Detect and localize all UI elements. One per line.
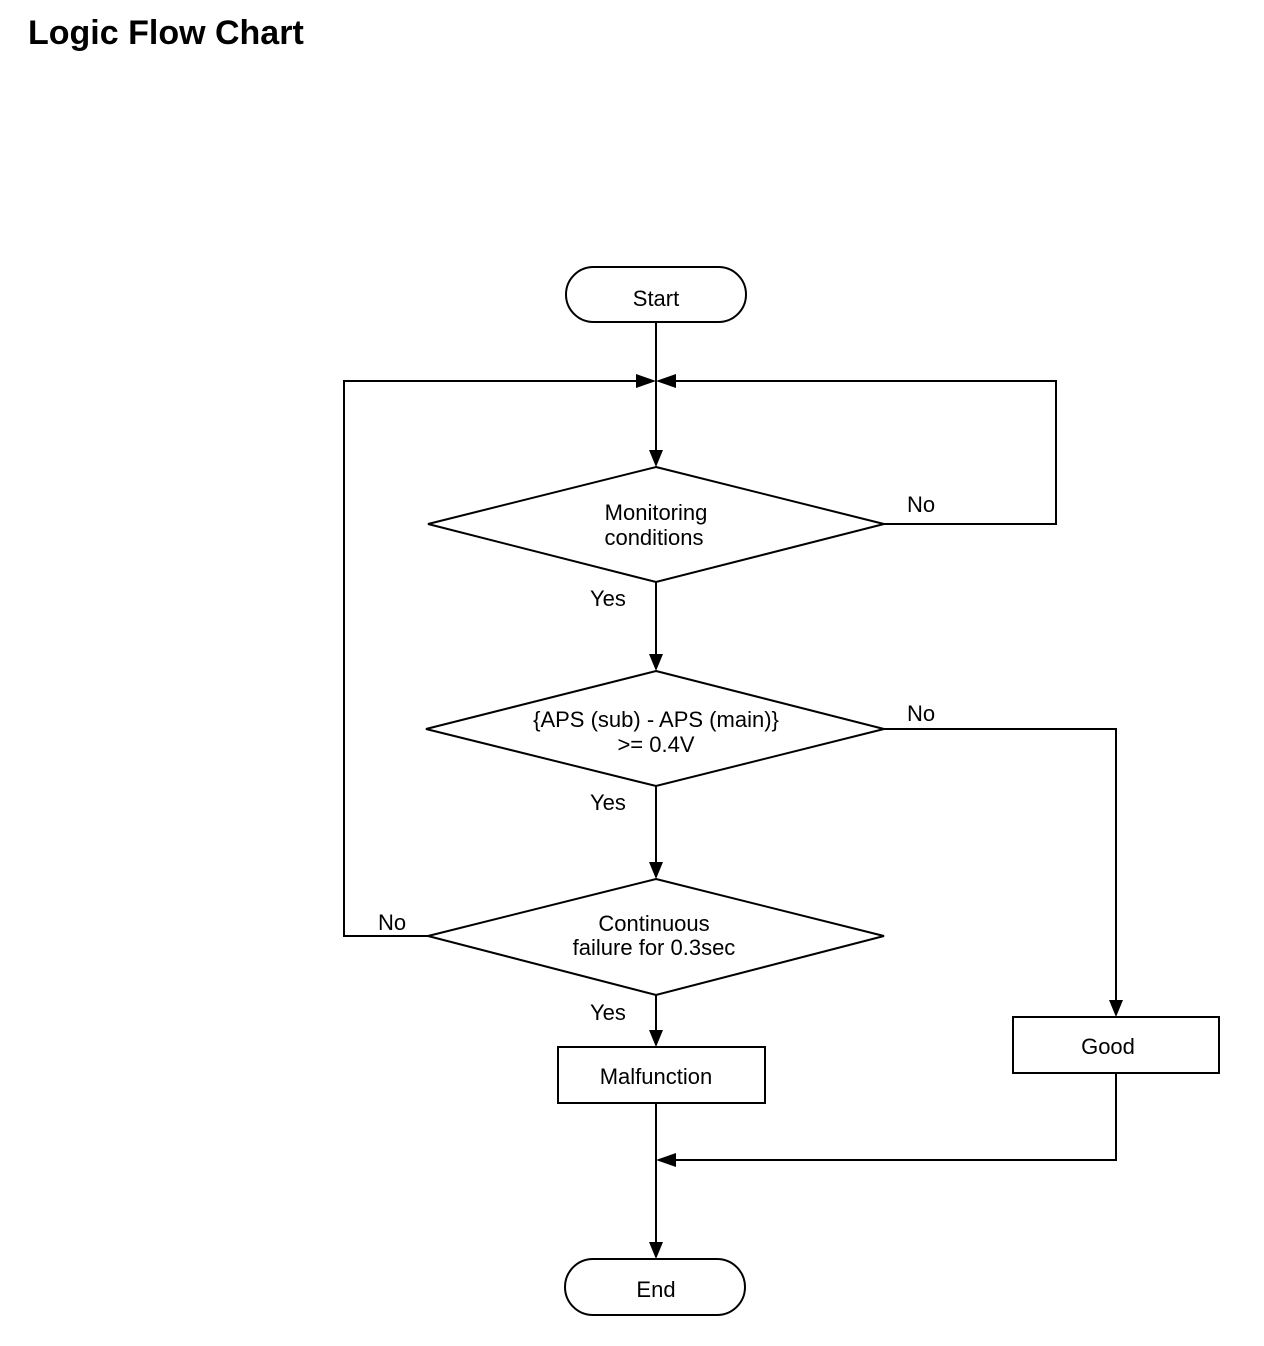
continuous-label-line1: Continuous xyxy=(598,911,709,936)
loop-back-right xyxy=(676,380,1057,525)
continuous-yes-label: Yes xyxy=(590,1000,626,1025)
decision-continuous-failure xyxy=(427,877,885,997)
malfunction-box xyxy=(557,1046,766,1104)
good-label: Good xyxy=(1081,1034,1135,1059)
continuous-label-line2: failure for 0.3sec xyxy=(573,935,736,960)
monitoring-label-line2: conditions xyxy=(604,525,703,550)
arrowhead-to-end xyxy=(649,1242,663,1259)
start-terminal xyxy=(565,266,747,323)
arrowhead-loop-left xyxy=(636,374,656,388)
continuous-no-label: No xyxy=(378,910,406,935)
monitoring-label-line1: Monitoring xyxy=(605,500,708,525)
end-terminal xyxy=(564,1258,746,1316)
page-title: Logic Flow Chart xyxy=(28,14,304,52)
decision-monitoring-conditions xyxy=(427,465,885,584)
malfunction-label: Malfunction xyxy=(600,1064,713,1089)
aps-label-line2: >= 0.4V xyxy=(617,732,694,757)
arrowhead-to-aps xyxy=(649,654,663,671)
decision-aps-difference xyxy=(425,669,885,788)
arrowhead-to-malfunction xyxy=(649,1030,663,1047)
connector-good-to-end xyxy=(676,1073,1117,1161)
start-label: Start xyxy=(633,286,679,311)
monitoring-yes-label: Yes xyxy=(590,586,626,611)
arrowhead-loop-right xyxy=(656,374,676,388)
connector-aps-to-good xyxy=(884,728,1117,1001)
arrowhead-to-good xyxy=(1109,1000,1123,1017)
end-label: End xyxy=(636,1277,675,1302)
arrowhead-to-continuous xyxy=(649,862,663,879)
arrowhead-merge-end xyxy=(656,1153,676,1167)
aps-yes-label: Yes xyxy=(590,790,626,815)
loop-back-left xyxy=(343,380,636,937)
good-box xyxy=(1012,1016,1220,1074)
arrowhead-to-monitoring xyxy=(649,450,663,467)
monitoring-no-label: No xyxy=(907,492,935,517)
aps-label-line1: {APS (sub) - APS (main)} xyxy=(533,707,779,732)
aps-no-label: No xyxy=(907,701,935,726)
